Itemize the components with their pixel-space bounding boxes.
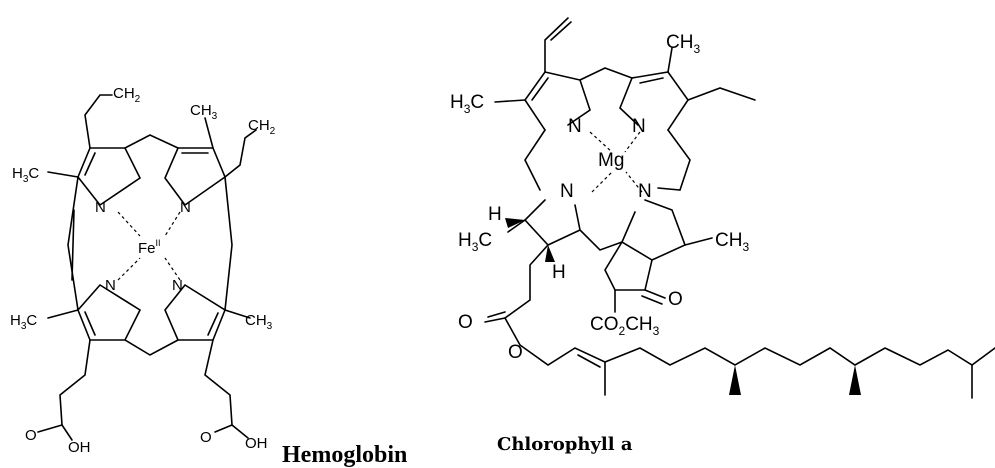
chl-methyl-top xyxy=(667,47,673,73)
chlorophyll-caption: Chlorophyll a xyxy=(497,434,633,455)
heme-methyl-top-label: CH3 xyxy=(190,102,218,122)
heme-oh-left: OH xyxy=(68,439,91,456)
chl-methyl-ring-label: H3C xyxy=(458,230,492,254)
heme-oh-right: OH xyxy=(245,435,268,452)
chl-coord-3 xyxy=(591,171,613,193)
heme-vinyl-1 xyxy=(84,94,113,149)
heme-ring-a-double xyxy=(84,152,96,176)
chl-ethyl xyxy=(687,87,756,101)
chlorophyll-structure: CH3 H3C N N N N Mg H H3C H CH3 O CO2CH3 … xyxy=(450,17,995,455)
chl-phytyl-dbl xyxy=(577,354,601,368)
chl-n3: N xyxy=(560,181,574,202)
heme-bridge-left xyxy=(67,176,79,311)
chl-wedge-h-upper xyxy=(505,218,525,228)
chl-wedge-1 xyxy=(729,365,741,395)
chl-carbonyl-o: O xyxy=(458,312,473,333)
chl-phytyl-tail xyxy=(504,317,606,396)
chl-coord-1 xyxy=(589,131,613,153)
hemoglobin-caption: Hemoglobin xyxy=(282,442,407,468)
chl-ester-label: CO2CH3 xyxy=(590,314,660,338)
heme-propionate-right-dbl xyxy=(214,424,233,433)
heme-methyl-left-label: H3C xyxy=(12,165,39,185)
chl-n1: N xyxy=(568,116,582,137)
chl-keto-dbl xyxy=(641,295,663,305)
heme-methyl-bl xyxy=(47,309,79,319)
heme-ring-c xyxy=(77,284,142,341)
chl-methyl-ring xyxy=(507,219,526,233)
chl-methyl-right xyxy=(684,237,713,246)
heme-vinyl1-label: CH2 xyxy=(113,85,141,105)
heme-ring-d xyxy=(164,284,226,341)
chl-ring-c-lower xyxy=(620,199,687,261)
heme-propionate-left-oh xyxy=(61,424,73,441)
heme-ring-b xyxy=(164,147,226,206)
chl-h-upper: H xyxy=(488,204,502,225)
chl-methyl-left xyxy=(494,99,526,103)
heme-coord-2 xyxy=(164,211,181,237)
heme-propionate-left-dbl xyxy=(37,424,63,433)
heme-coord-4 xyxy=(164,257,181,281)
chl-n4: N xyxy=(638,181,652,202)
heme-coord-1 xyxy=(117,211,141,237)
chl-methyl-right-label: CH3 xyxy=(715,230,749,254)
heme-bridge-left-double xyxy=(71,209,75,281)
chl-methyl-top-label: CH3 xyxy=(666,32,700,56)
heme-methyl-left xyxy=(47,171,79,178)
chl-h-lower: H xyxy=(552,262,566,283)
chl-ring-a xyxy=(524,71,591,131)
heme-n2: N xyxy=(180,199,191,216)
heme-methyl-bl-label: H3C xyxy=(10,312,37,332)
chl-bridge-bottom xyxy=(579,229,623,251)
heme-propionate-right-oh xyxy=(231,424,249,439)
heme-o-right: O xyxy=(200,429,212,446)
chl-n2: N xyxy=(632,116,646,137)
heme-methyl-top xyxy=(204,117,214,149)
chl-keto xyxy=(644,289,666,299)
chl-ring-a-double xyxy=(531,77,549,101)
chl-wedge-2 xyxy=(849,365,861,395)
chl-ester-o: O xyxy=(508,342,523,363)
chl-phytyl-tail-2 xyxy=(604,347,995,366)
chl-ring-b-double xyxy=(639,77,664,84)
chl-ring-e xyxy=(604,241,653,291)
heme-methyl-br xyxy=(224,309,251,319)
heme-o-left: O xyxy=(25,427,37,444)
chl-wedge-h-lower xyxy=(545,245,555,262)
heme-metal: FeII xyxy=(138,238,161,257)
chl-ring-d xyxy=(524,129,546,191)
chl-carbonyl-dbl xyxy=(487,311,506,318)
heme-propionate-right xyxy=(204,339,233,426)
heme-n1: N xyxy=(95,199,106,216)
chl-ring-c xyxy=(657,129,691,191)
chl-ring-d-lower xyxy=(523,199,581,246)
chl-coord-4 xyxy=(625,171,643,193)
chl-bridge-top xyxy=(579,67,633,81)
heme-methyl-br-label: CH3 xyxy=(245,312,273,332)
heme-structure: CH2 CH3 CH2 H3C H3C CH3 N N N N FeII O O… xyxy=(10,85,407,468)
chl-propionate xyxy=(484,244,549,323)
heme-ring-c-double xyxy=(84,311,96,336)
chl-vinyl-dbl xyxy=(550,21,572,41)
heme-ring-d-double xyxy=(207,312,219,336)
heme-bridge-top xyxy=(124,134,179,149)
heme-propionate-left xyxy=(59,339,91,426)
chl-ring-b xyxy=(619,71,689,131)
heme-vinyl-2 xyxy=(224,129,257,178)
heme-n3: N xyxy=(105,277,116,294)
chl-metal: Mg xyxy=(598,150,624,171)
heme-coord-3 xyxy=(117,257,141,281)
chl-methyl-left-label: H3C xyxy=(450,92,484,116)
chl-coord-2 xyxy=(624,131,641,153)
chl-keto-o: O xyxy=(668,289,683,310)
heme-bridge-bottom xyxy=(124,339,179,356)
heme-bridge-right xyxy=(224,176,233,311)
heme-ring-a xyxy=(77,147,142,206)
heme-n4: N xyxy=(172,277,183,294)
chl-vinyl xyxy=(544,17,569,73)
heme-vinyl2-label: CH2 xyxy=(248,117,276,137)
